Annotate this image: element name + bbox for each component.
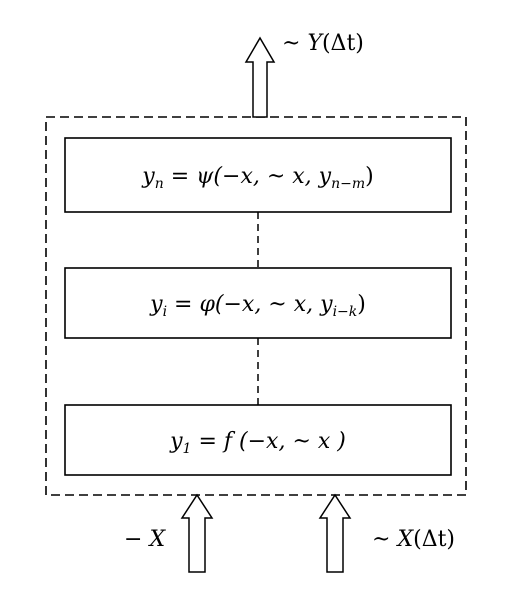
layer-n-equation: yn = ψ(−x, ~ x, yn−m) (141, 164, 373, 192)
input-arrow-right (318, 493, 352, 573)
layer-1-equation: y1 = f (−x, ~ x ) (169, 429, 346, 457)
input-right-label: ~ X(Δt) (372, 527, 455, 552)
layer-i-box: yi = φ(−x, ~ x, yi−k) (64, 267, 452, 339)
layer-i-frame (64, 267, 452, 339)
layer-i-equation: yi = φ(−x, ~ x, yi−k) (149, 292, 366, 320)
input-arrow-left (180, 493, 214, 573)
layer-1-box: y1 = f (−x, ~ x ) (64, 404, 452, 476)
layer-n-frame (64, 137, 452, 213)
output-arrow (244, 36, 276, 118)
layer-1-frame (64, 404, 452, 476)
layer-n-box: yn = ψ(−x, ~ x, yn−m) (64, 137, 452, 213)
input-left-label: − X (124, 527, 166, 552)
output-label: ~ Y(Δt) (282, 31, 364, 56)
